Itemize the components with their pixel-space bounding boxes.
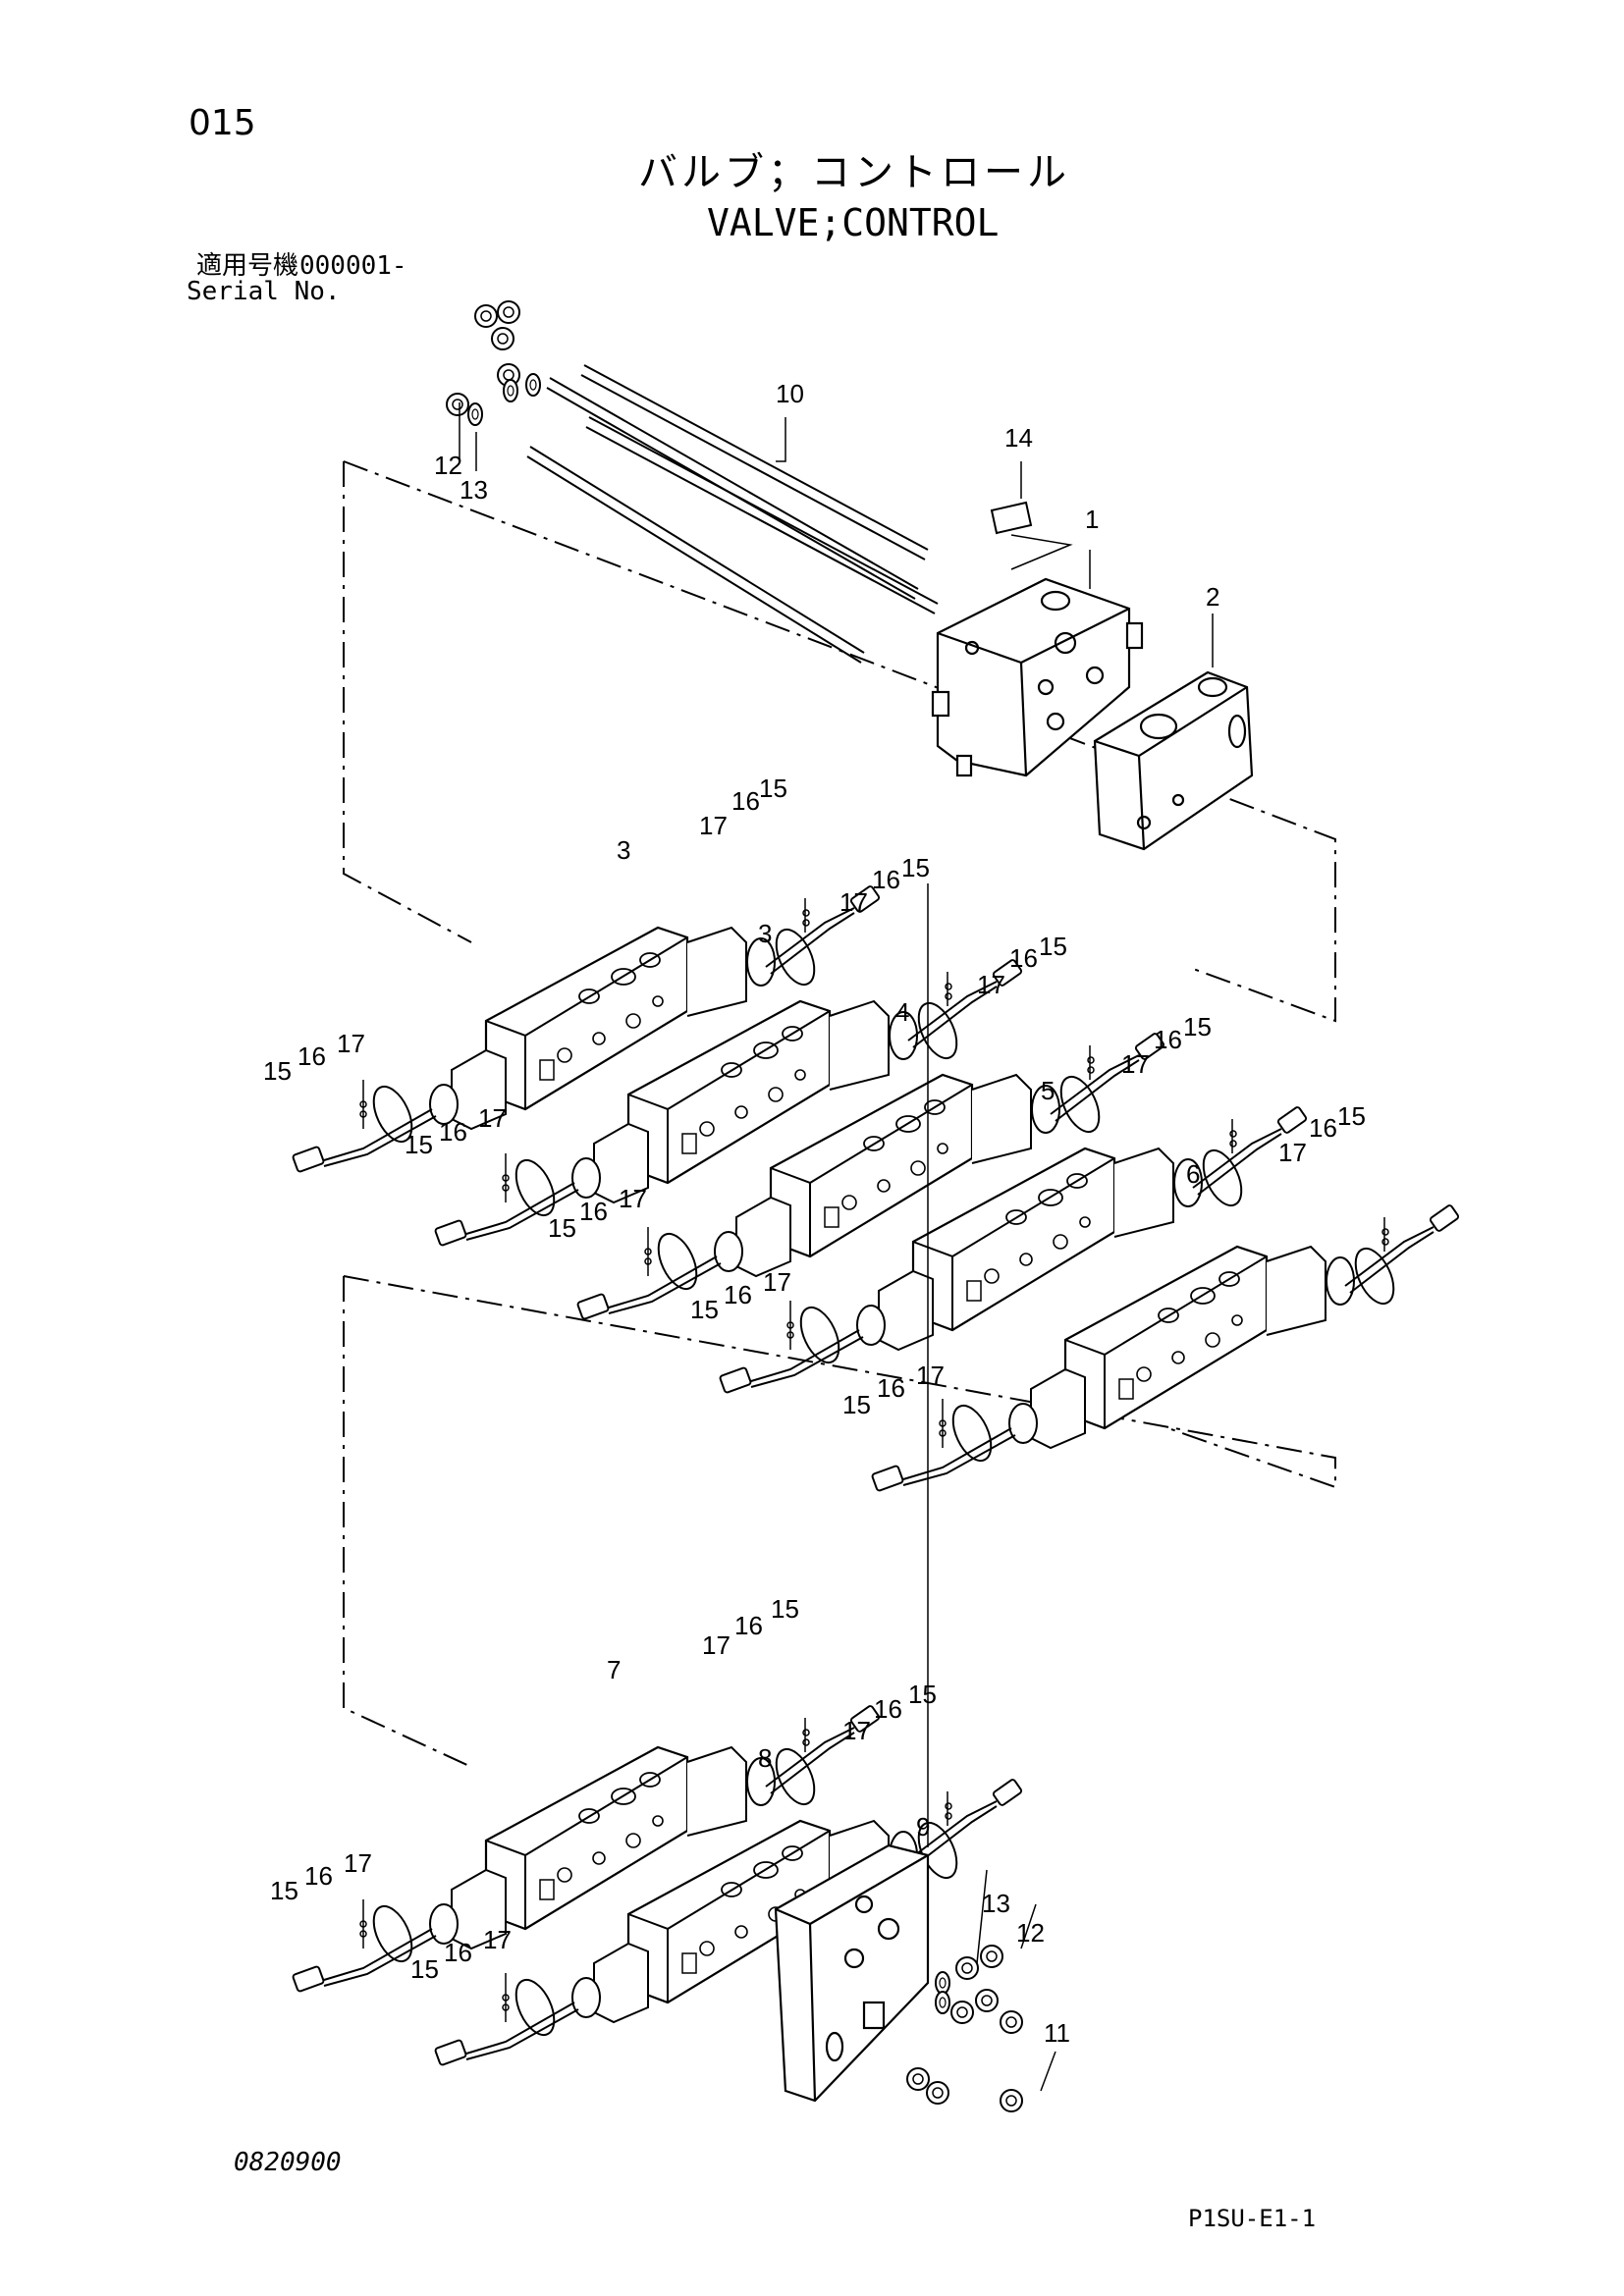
callout-17: 17 [977,970,1005,999]
serial-label-english: Serial No. [187,277,341,306]
callout-labels: 10 14 1 2 12 13 3 17 16 15 15 16 17 3 17… [263,379,1366,2048]
callout-16: 16 [298,1041,326,1071]
callout-17: 17 [842,1716,871,1745]
callout-16: 16 [877,1373,905,1403]
callout-17: 17 [699,811,728,840]
callout-17: 17 [619,1184,647,1213]
callout-leader-lines [459,402,1214,2092]
callout-3: 3 [758,919,772,948]
callout-12: 12 [1016,1918,1045,1948]
title-english: VALVE;CONTROL [707,201,1000,244]
callout-15: 15 [842,1390,871,1419]
callout-16: 16 [439,1117,467,1147]
callout-13: 13 [982,1889,1010,1918]
callout-16: 16 [872,865,900,894]
callout-16: 16 [1154,1025,1182,1054]
callout-16: 16 [579,1197,608,1226]
nut-icon [491,327,514,350]
callout-15: 15 [1183,1012,1212,1041]
callout-2: 2 [1206,582,1219,612]
callout-6: 6 [1186,1159,1200,1189]
callout-16: 16 [734,1611,763,1640]
callout-17: 17 [344,1848,372,1878]
callout-13: 13 [460,475,488,505]
nut-icon [497,300,520,324]
nut-icon [1000,2010,1023,2034]
tie-rods [526,364,939,664]
drawing-code: 0820900 [234,2148,342,2177]
callout-5: 5 [1041,1076,1055,1105]
callout-16: 16 [731,786,760,816]
callout-15: 15 [1337,1101,1366,1131]
callout-16: 16 [304,1861,333,1891]
callout-17: 17 [483,1925,512,1954]
callout-15: 15 [548,1213,576,1243]
callout-8: 8 [758,1743,772,1773]
callout-12: 12 [434,451,462,480]
callout-7: 7 [607,1655,621,1684]
callout-9: 9 [916,1812,930,1842]
part-14-plate [990,501,1033,535]
callout-15: 15 [263,1056,292,1086]
callout-16: 16 [874,1694,902,1724]
callout-16: 16 [724,1280,752,1309]
nut-icon [975,1989,999,2012]
callout-3: 3 [617,835,630,865]
callout-16: 16 [1309,1113,1337,1143]
washer-icon [525,373,541,397]
callout-17: 17 [337,1029,365,1058]
callout-15: 15 [410,1954,439,1984]
part-9-outlet-housing [774,1843,930,2103]
callout-16: 16 [1009,943,1038,973]
nut-icon [926,2081,949,2105]
callout-17: 17 [763,1267,791,1297]
washer-icon [935,1971,950,1995]
callout-17: 17 [478,1103,507,1133]
callout-16: 16 [444,1938,472,1967]
callout-15: 15 [901,853,930,882]
nut-icon [980,1945,1003,1968]
nut-icon [955,1956,979,1980]
callout-17: 17 [1278,1138,1307,1167]
washer-icon [935,1991,950,2014]
callout-4: 4 [895,997,909,1027]
callout-15: 15 [690,1295,719,1324]
nut-icon [906,2067,930,2091]
bolt-icon [1000,2089,1023,2112]
title-japanese: バルブ；コントロール [638,150,1070,195]
nut-icon [446,393,469,416]
callout-15: 15 [908,1680,937,1709]
callout-17: 17 [1121,1049,1150,1079]
serial-value: 000001- [299,251,407,281]
page-number: 015 [189,103,256,143]
callout-15: 15 [270,1876,298,1905]
serial-label-japanese: 適用号機 [196,251,299,281]
callout-15: 15 [1039,932,1067,961]
callout-1: 1 [1085,505,1099,534]
nut-icon [474,304,498,328]
callout-14: 14 [1004,423,1033,453]
nut-icon [950,2001,974,2024]
washer-icon [503,379,518,402]
part-2-end-cover [1093,670,1254,851]
washer-icon [467,402,483,426]
callout-17: 17 [839,887,868,917]
callout-15: 15 [405,1130,433,1159]
part-1-inlet-housing [931,577,1144,777]
callout-17: 17 [916,1361,945,1390]
callout-15: 15 [759,774,787,803]
callout-15: 15 [771,1594,799,1624]
callout-17: 17 [702,1630,731,1660]
page-reference: P1SU-E1-1 [1188,2205,1317,2232]
callout-10: 10 [776,379,804,408]
callout-11: 11 [1044,2018,1070,2048]
